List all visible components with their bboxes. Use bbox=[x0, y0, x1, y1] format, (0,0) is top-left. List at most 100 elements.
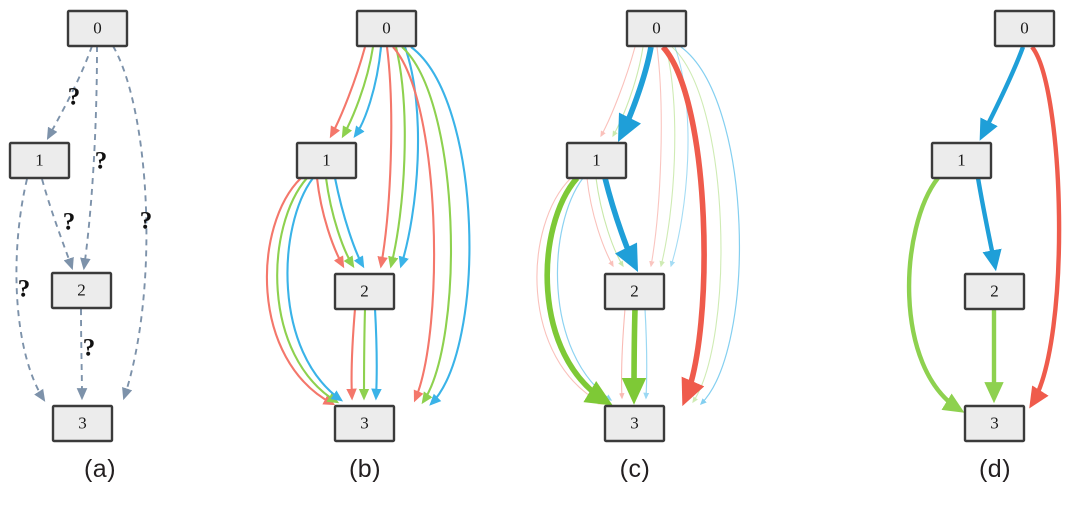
panel-a-canvas: ? ? ? ? ? ? 0 1 2 bbox=[8, 9, 153, 443]
edge-label-1-2: ? bbox=[63, 209, 76, 236]
node-1[interactable]: 1 bbox=[930, 141, 993, 180]
panel-c-caption: (c) bbox=[619, 455, 651, 483]
edge-1-3-green bbox=[906, 176, 965, 413]
node-2[interactable]: 2 bbox=[963, 272, 1026, 311]
node-1[interactable]: 1 bbox=[8, 141, 71, 180]
node-0-label: 0 bbox=[93, 18, 102, 37]
edge-1-3 bbox=[15, 178, 46, 402]
panel-c-nodes: 0 1 2 3 bbox=[565, 9, 688, 443]
edge-2-3-red bbox=[346, 308, 357, 401]
panel-c-canvas: 0 1 2 3 bbox=[536, 9, 740, 443]
panel-d-canvas: 0 1 2 3 bbox=[906, 9, 1062, 443]
edge-0-2-green bbox=[388, 46, 406, 269]
node-0-label: 0 bbox=[382, 18, 391, 37]
node-1-label: 1 bbox=[592, 150, 601, 169]
edge-1-3-green bbox=[276, 177, 340, 404]
edge-0-1-red bbox=[329, 46, 367, 139]
panel-d: 0 1 2 3 (d) bbox=[810, 0, 1080, 506]
panel-c-edges-bold bbox=[544, 45, 707, 407]
panel-b: 0 1 2 3 (b) bbox=[255, 0, 530, 506]
node-3-label: 3 bbox=[78, 413, 87, 432]
edge-0-1-red bbox=[600, 46, 636, 138]
edge-label-2-3: ? bbox=[83, 335, 96, 362]
panel-d-edges bbox=[906, 45, 1062, 413]
edge-0-2-green bbox=[659, 46, 676, 268]
edge-0-2 bbox=[80, 45, 98, 271]
node-3[interactable]: 3 bbox=[603, 404, 666, 443]
panel-d-caption: (d) bbox=[978, 455, 1012, 483]
edge-0-2-blue bbox=[669, 46, 689, 268]
edge-1-3-blue bbox=[556, 177, 613, 401]
edge-1-3-red bbox=[265, 177, 336, 406]
panel-a: ? ? ? ? ? ? 0 1 2 bbox=[0, 0, 270, 506]
node-2-label: 2 bbox=[630, 281, 639, 300]
node-1[interactable]: 1 bbox=[295, 141, 358, 180]
edge-0-3-green bbox=[671, 46, 722, 404]
node-3[interactable]: 3 bbox=[51, 404, 114, 443]
panel-c-edges-faint bbox=[536, 46, 740, 406]
edge-1-2-blue bbox=[333, 177, 365, 269]
edge-1-2-blue bbox=[975, 177, 1002, 272]
edge-0-1-blue bbox=[979, 46, 1026, 141]
node-2[interactable]: 2 bbox=[50, 271, 113, 310]
edge-0-2-red bbox=[649, 46, 662, 268]
edge-2-3-blue bbox=[643, 308, 650, 400]
edge-0-3-green bbox=[401, 46, 452, 405]
node-1-label: 1 bbox=[35, 150, 44, 169]
edge-label-1-3: ? bbox=[18, 276, 31, 303]
edge-1-3-red bbox=[536, 177, 605, 405]
edge-0-3-blue bbox=[410, 46, 471, 406]
panel-d-nodes: 0 1 2 3 bbox=[930, 9, 1056, 443]
node-0[interactable]: 0 bbox=[625, 9, 688, 48]
edge-0-1 bbox=[46, 45, 93, 141]
node-2-label: 2 bbox=[990, 281, 999, 300]
panel-a-question-marks: ? ? ? ? ? ? bbox=[18, 84, 153, 362]
node-1[interactable]: 1 bbox=[565, 141, 628, 180]
edge-1-3-blue bbox=[286, 177, 344, 402]
node-3-label: 3 bbox=[630, 413, 639, 432]
edge-1-2-red bbox=[315, 177, 345, 269]
edge-0-3-red bbox=[1029, 45, 1062, 409]
node-0-label: 0 bbox=[1020, 18, 1029, 37]
node-1-label: 1 bbox=[957, 150, 966, 169]
node-0-label: 0 bbox=[652, 18, 661, 37]
edge-0-1-green bbox=[612, 46, 644, 138]
node-1-label: 1 bbox=[322, 150, 331, 169]
edge-0-1-blue bbox=[353, 46, 383, 139]
node-3-label: 3 bbox=[360, 413, 369, 432]
edge-1-2-red bbox=[586, 177, 614, 268]
node-3[interactable]: 3 bbox=[963, 404, 1026, 443]
edge-0-2-blue bbox=[398, 46, 420, 269]
node-2[interactable]: 2 bbox=[603, 272, 666, 311]
edge-2-3-blue bbox=[371, 308, 382, 401]
node-0[interactable]: 0 bbox=[355, 9, 418, 48]
panel-a-edges bbox=[15, 45, 148, 402]
edge-0-3-blue bbox=[680, 46, 740, 406]
node-3-label: 3 bbox=[990, 413, 999, 432]
panel-b-canvas: 0 1 2 3 bbox=[265, 9, 471, 443]
panel-a-nodes: 0 1 2 3 bbox=[8, 9, 129, 443]
panel-b-edges bbox=[265, 46, 471, 406]
edge-1-2-green bbox=[324, 177, 355, 269]
panel-b-nodes: 0 1 2 3 bbox=[295, 9, 418, 443]
edge-label-0-2: ? bbox=[95, 148, 108, 175]
edge-0-2-red bbox=[377, 46, 393, 269]
edge-label-0-3: ? bbox=[140, 208, 153, 235]
node-3[interactable]: 3 bbox=[333, 404, 396, 443]
edge-2-3-green-selected bbox=[621, 308, 647, 405]
panel-b-caption: (b) bbox=[348, 455, 382, 483]
node-0[interactable]: 0 bbox=[993, 9, 1056, 48]
edge-2-3-red bbox=[619, 308, 626, 400]
edge-1-2-blue-selected bbox=[602, 177, 639, 273]
edge-2-3-green bbox=[358, 308, 370, 401]
edge-1-3-green-selected bbox=[544, 176, 613, 406]
node-0[interactable]: 0 bbox=[66, 9, 129, 48]
edge-0-1-green bbox=[341, 46, 375, 139]
node-2-label: 2 bbox=[360, 281, 369, 300]
panel-c: 0 1 2 3 (c) bbox=[525, 0, 810, 506]
node-2-label: 2 bbox=[77, 280, 86, 299]
panel-a-caption: (a) bbox=[83, 455, 117, 483]
node-2[interactable]: 2 bbox=[333, 272, 396, 311]
edge-0-3-red bbox=[392, 46, 436, 403]
edge-label-0-1: ? bbox=[68, 84, 81, 111]
